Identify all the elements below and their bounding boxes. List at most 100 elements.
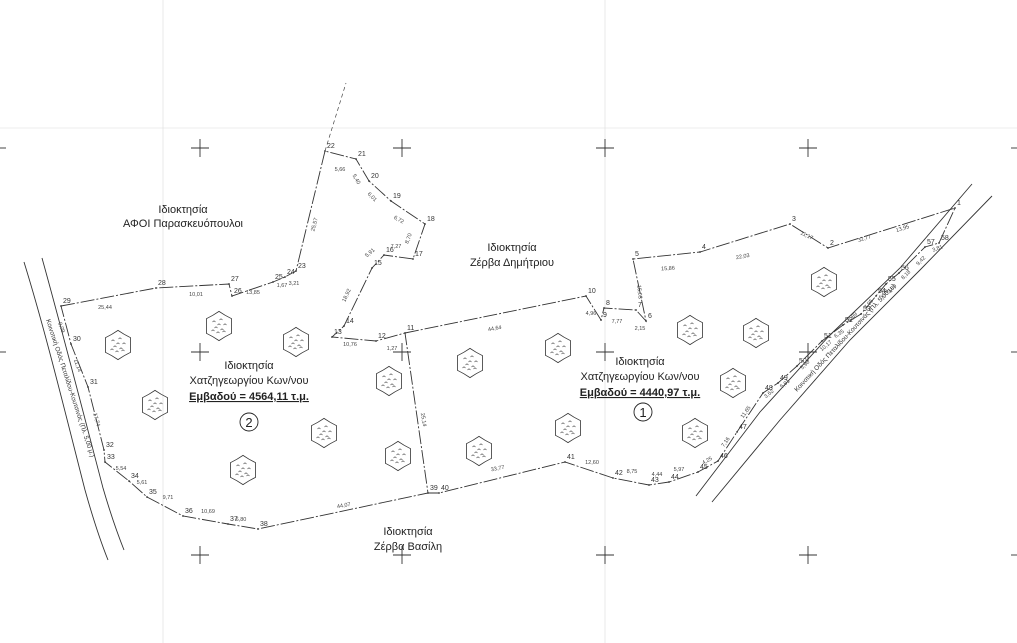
segment-length: 32,77: [857, 234, 872, 244]
segment-length: 9,09: [56, 322, 65, 334]
point-number: 13: [334, 329, 342, 336]
boundary-point: 12: [375, 333, 386, 342]
grid-cross: [191, 343, 209, 361]
segment-length: 44,64: [488, 325, 503, 333]
tree-symbol: [681, 417, 709, 449]
segment-length: 9,71: [163, 495, 174, 501]
tree-symbol: [282, 326, 310, 358]
segment-length: 11,14: [72, 358, 82, 373]
boundary-point: 41: [564, 454, 575, 463]
boundary-point: 7: [635, 302, 642, 311]
point-number: 56: [901, 265, 909, 272]
owner-name-bottom: Ζέρβα Βασίλη: [374, 541, 442, 553]
segment-length: 15,03: [635, 285, 642, 299]
boundary-point: 44: [668, 474, 679, 483]
tree-symbol: [141, 389, 169, 421]
owner-name-top-left: ΑΦΟΙ Παρασκευόπουλοι: [123, 218, 244, 230]
boundary-point: 27: [228, 276, 239, 285]
segment-length: 8,75: [627, 469, 638, 475]
segment-length: 12,60: [585, 460, 599, 466]
boundary-point: 32: [103, 442, 114, 451]
tree-symbol: [229, 454, 257, 486]
point-number: 45: [700, 464, 708, 471]
plot-2-number: 2: [245, 415, 252, 430]
segment-length: 17,74: [91, 412, 100, 427]
boundary-point: 13: [331, 329, 342, 338]
segment-dimensions: 13,9532,7711,1722,0315,8615,032,157,774,…: [56, 167, 943, 523]
segment-length: 5,08: [878, 288, 889, 300]
point-number: 25: [275, 274, 283, 281]
point-number: 20: [371, 173, 379, 180]
tree-symbol: [676, 314, 704, 346]
boundary-point: 3: [789, 216, 796, 225]
segment-length: 5,89: [847, 311, 858, 323]
boundary-point: 55: [885, 276, 896, 285]
segment-length: 1,27: [387, 346, 398, 352]
segment-length: 5,91: [779, 378, 791, 389]
boundary-point: 46: [717, 453, 728, 462]
point-number: 34: [131, 473, 139, 480]
point-number: 27: [231, 276, 239, 283]
segment-length: 7,95: [863, 298, 874, 310]
point-number: 46: [720, 453, 728, 460]
point-number: 14: [346, 318, 354, 325]
point-number: 5: [635, 251, 639, 258]
plot-1-area: Εμβαδού = 4440,97 τ.μ.: [580, 387, 700, 399]
point-number: 16: [386, 247, 394, 254]
point-number: 42: [615, 470, 623, 477]
segment-length: 4,44: [652, 472, 663, 478]
boundary-point: 4: [699, 244, 706, 253]
boundary-point: 9: [600, 312, 607, 321]
segment-length: 33,77: [490, 465, 505, 474]
segment-length: 8,18: [900, 269, 912, 281]
point-number: 40: [441, 485, 449, 492]
point-number: 17: [415, 251, 423, 258]
point-number: 15: [374, 260, 382, 267]
boundary-point: 52: [842, 317, 853, 326]
tree-symbol: [310, 417, 338, 449]
point-number: 38: [260, 521, 268, 528]
segment-length: 44,07: [337, 502, 352, 510]
plot-2-owner-name: Χατζηγεωργίου Κων/νου: [189, 375, 308, 387]
tree-symbol: [456, 347, 484, 379]
tree-symbol: [384, 440, 412, 472]
point-number: 36: [185, 508, 193, 515]
segment-length: 4,96: [586, 311, 597, 317]
boundary-point: 40: [438, 485, 449, 494]
tree-symbol: [205, 310, 233, 342]
segment-length: 3,21: [289, 281, 300, 287]
point-number: 51: [824, 333, 832, 340]
boundary-point: 49: [777, 375, 788, 384]
point-number: 10: [588, 288, 596, 295]
tree-symbol: [719, 367, 747, 399]
boundary-point: 19: [390, 193, 401, 202]
boundary-point: 33: [104, 454, 115, 463]
plot-1-number: 1: [639, 405, 646, 420]
segment-length: 6,80: [236, 517, 247, 523]
point-number: 43: [651, 477, 659, 484]
right-road: [695, 183, 993, 503]
boundary-point: 5: [632, 251, 639, 260]
segment-length: 11,17: [799, 231, 814, 242]
boundary-point: 21: [355, 151, 366, 160]
segment-length: 25,14: [419, 413, 427, 428]
plot-1-number-badge: 1: [633, 402, 653, 422]
tree-symbol: [104, 329, 132, 361]
point-number: 58: [941, 235, 949, 242]
boundary-point: 42: [612, 470, 623, 479]
boundary-extension: [324, 82, 347, 152]
boundary-points: 1234567891011121314151617181920212223242…: [60, 143, 961, 530]
segment-length: 7,16: [721, 436, 732, 448]
boundary-point: 6: [645, 313, 652, 322]
segment-length: 25,44: [98, 305, 112, 311]
grid-cross: [191, 139, 209, 157]
segment-length: 6,72: [392, 215, 404, 226]
point-number: 23: [298, 263, 306, 270]
boundary-point: 20: [368, 173, 379, 182]
point-number: 28: [158, 280, 166, 287]
owner-label-bottom: Ιδιοκτησία: [383, 526, 433, 538]
segment-length: 6,01: [366, 191, 378, 203]
boundary-point: 28: [155, 280, 166, 289]
plot-1-owner-name: Χατζηγεωργίου Κων/νου: [580, 371, 699, 383]
